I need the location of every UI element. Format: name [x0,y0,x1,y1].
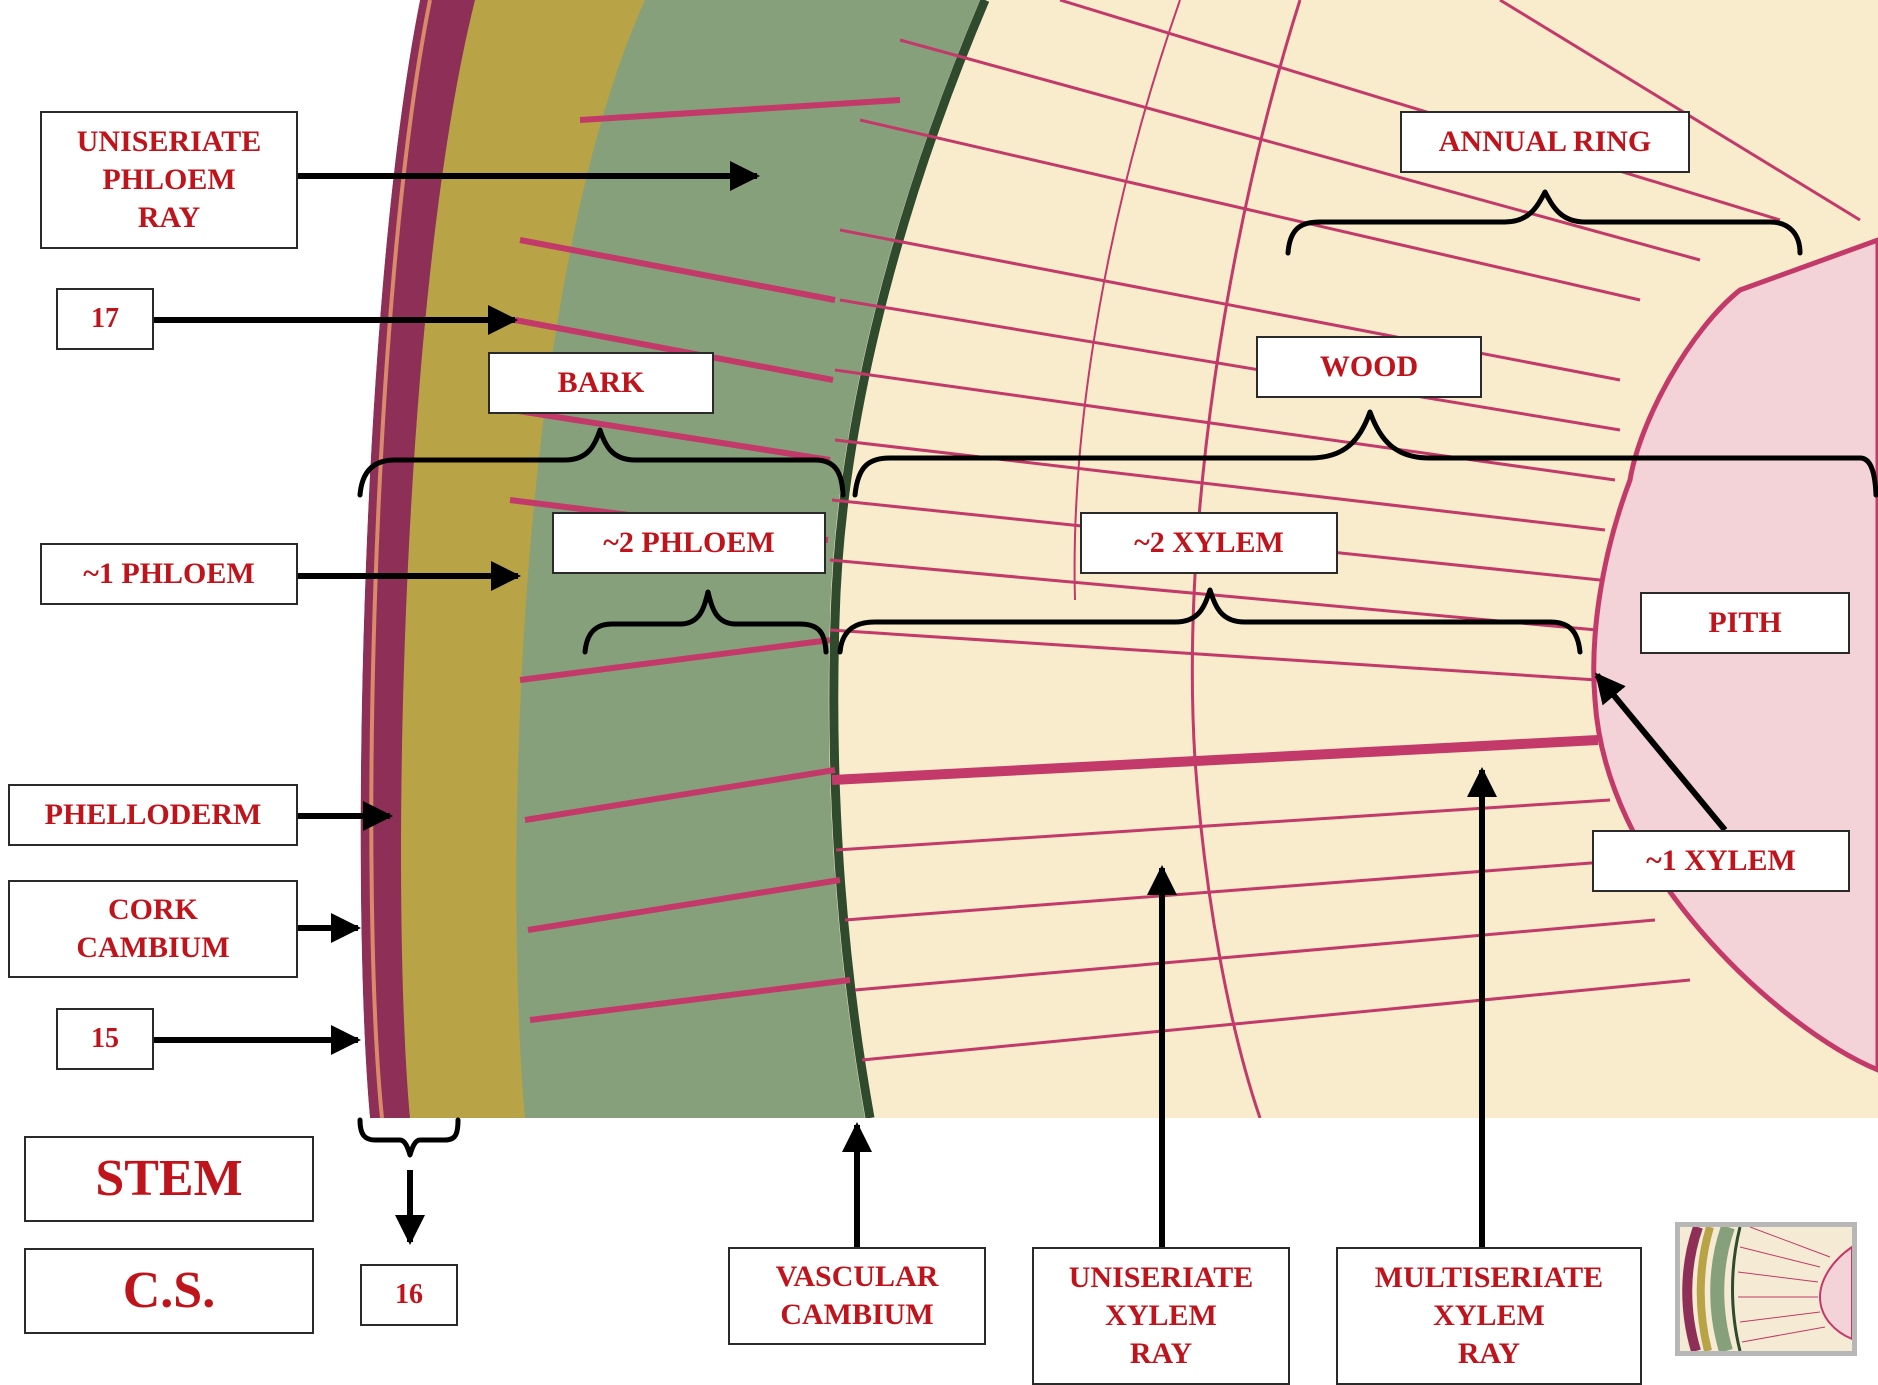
wood-brace [852,409,1878,498]
label-16: 16 [360,1264,458,1326]
label-15: 15 [56,1008,154,1070]
periderm-brace [357,1117,461,1158]
cross-section-label: C.S. [24,1248,314,1334]
cortex-band [396,0,645,1118]
stem-cross-section-thumbnail-icon[interactable] [1675,1222,1857,1356]
secondary-phloem-label: ~2 PHLOEM [552,512,826,574]
annual-ring-line [1190,0,1302,1118]
vascular-cambium-line [829,0,990,1118]
primary-xylem-label: ~1 XYLEM [1592,830,1850,892]
uniseriate-xylem-ray-label: UNISERIATE XYLEM RAY [1032,1247,1290,1385]
cork-line [369,0,432,1118]
arrow-primary-xylem [1594,672,1728,832]
uniseriate-phloem-ray-label: UNISERIATE PHLOEM RAY [40,111,298,249]
primary-phloem-label: ~1 PHLOEM [40,543,298,605]
secondary-phloem-brace [582,589,829,655]
annual-ring-brace [1285,189,1803,256]
bark-brace [357,427,846,498]
label-17: 17 [56,288,154,350]
micrograph [360,0,1878,1118]
secondary-xylem-label: ~2 XYLEM [1080,512,1338,574]
annual-ring-line-2 [1073,0,1181,601]
annual-ring-label: ANNUAL RING [1400,111,1690,173]
bark-label: BARK [488,352,714,414]
braces [357,189,1878,1158]
cork-cambium-label: CORK CAMBIUM [8,880,298,978]
secondary-xylem-brace [837,587,1583,655]
stem-label: STEM [24,1136,314,1222]
pith-label: PITH [1640,592,1850,654]
xylem-rays [829,0,1861,1062]
phelloderm-label: PHELLODERM [8,784,298,846]
multiseriate-xylem-ray-label: MULTISERIATE XYLEM RAY [1336,1247,1642,1385]
wood-label: WOOD [1256,336,1482,398]
thumbnail-image [1680,1227,1852,1351]
arrows [154,161,1728,1247]
vascular-cambium-label: VASCULAR CAMBIUM [728,1247,986,1345]
periderm-band [360,0,475,1118]
